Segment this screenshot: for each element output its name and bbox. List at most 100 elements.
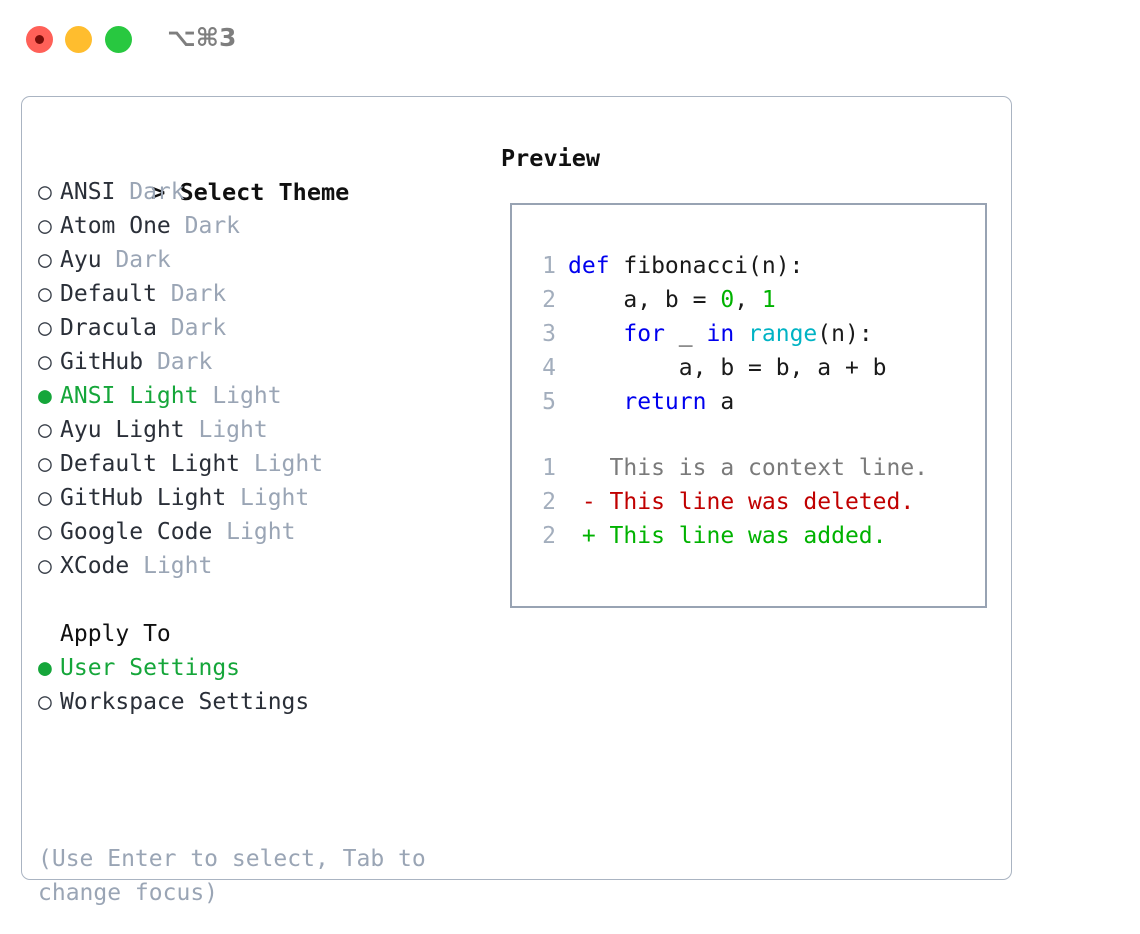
theme-option-default-light[interactable]: ○Default Light Light: [38, 447, 498, 481]
code-token: fibonacci(n):: [609, 253, 804, 279]
theme-option-github-light[interactable]: ○ GitHub Light Light: [38, 481, 498, 515]
code-token: 1: [761, 287, 776, 313]
code-token: [568, 321, 623, 347]
theme-option-list: ○ANSI Dark○Atom One Dark○Ayu Dark○Defaul…: [38, 175, 498, 583]
apply-to-label: Apply To: [38, 617, 498, 651]
code-line: 3 for _ in range(n):: [530, 317, 887, 351]
theme-option-label: GitHub Light: [60, 485, 227, 511]
code-line: 2 a, b = 0, 1: [530, 283, 887, 317]
apply-to-option-user-settings[interactable]: ● User Settings: [38, 651, 498, 685]
diff-line: 2 - This line was deleted.: [530, 485, 928, 519]
theme-option-kind: Light: [198, 383, 282, 409]
theme-option-label: Atom One: [60, 213, 171, 239]
minimize-button[interactable]: [65, 26, 92, 53]
radio-unselected-icon: ○: [38, 281, 52, 307]
radio-unselected-icon: ○: [38, 247, 52, 273]
diff-line-text: This is a context line.: [568, 455, 929, 481]
line-number: 1: [542, 253, 556, 279]
radio-selected-icon: ●: [38, 383, 52, 409]
line-number: 3: [542, 321, 556, 347]
theme-option-kind: Dark: [115, 179, 185, 205]
apply-to-indent: [38, 617, 60, 651]
page-title: > Select Theme: [38, 141, 498, 206]
theme-option-dracula[interactable]: ○ Dracula Dark: [38, 311, 498, 345]
theme-option-label: ANSI Light: [60, 383, 199, 409]
radio-selected-icon: ●: [38, 655, 52, 681]
preview-title: Preview: [501, 144, 601, 172]
window-titlebar: ⌥⌘3: [0, 0, 1140, 76]
diff-line-number: 1: [542, 455, 556, 481]
theme-option-kind: Light: [226, 485, 310, 511]
code-token: (n):: [817, 321, 873, 347]
code-line: 4 a, b = b, a + b: [530, 351, 887, 385]
code-token: ,: [734, 287, 762, 313]
code-token: for: [623, 321, 665, 347]
code-token: in: [706, 321, 735, 347]
code-token: a, b = b, a + b: [568, 355, 887, 381]
theme-option-kind: Dark: [170, 213, 241, 239]
diff-line-number: 2: [542, 489, 556, 515]
code-line: 5 return a: [530, 385, 887, 419]
code-token: a: [706, 389, 735, 415]
select-theme-label: Select Theme: [179, 178, 350, 206]
theme-option-label: ANSI: [60, 179, 116, 205]
theme-option-label: Ayu: [60, 247, 102, 273]
theme-option-kind: Light: [184, 417, 268, 443]
theme-option-ansi[interactable]: ○ANSI Dark: [38, 175, 498, 209]
theme-option-label: GitHub: [60, 349, 144, 375]
theme-option-label: XCode: [60, 553, 130, 579]
caret-icon: >: [151, 178, 166, 206]
apply-to-option-label: User Settings: [60, 655, 241, 681]
theme-option-kind: Dark: [156, 315, 227, 341]
diff-line-text: + This line was added.: [568, 523, 887, 549]
theme-option-ayu-light[interactable]: ○ Ayu Light Light: [38, 413, 498, 447]
theme-option-label: Google Code: [60, 519, 213, 545]
line-number: 2: [542, 287, 556, 313]
diff-line-text: - This line was deleted.: [568, 489, 915, 515]
theme-option-google-code[interactable]: ○Google Code Light: [38, 515, 498, 549]
radio-unselected-icon: ○: [38, 315, 52, 341]
theme-option-ayu[interactable]: ○ Ayu Dark: [38, 243, 498, 277]
maximize-button[interactable]: [105, 26, 132, 53]
theme-option-github[interactable]: ○GitHub Dark: [38, 345, 498, 379]
diff-line: 2 + This line was added.: [530, 519, 928, 553]
radio-unselected-icon: ○: [38, 213, 52, 239]
radio-unselected-icon: ○: [38, 485, 52, 511]
theme-option-label: Dracula: [60, 315, 157, 341]
close-icon: [35, 35, 44, 44]
code-token: def: [568, 253, 610, 279]
apply-to-option-workspace-settings[interactable]: ○ Workspace Settings: [38, 685, 498, 719]
theme-option-default[interactable]: ○ Default Dark: [38, 277, 498, 311]
theme-option-xcode[interactable]: ○XCode Light: [38, 549, 498, 583]
radio-unselected-icon: ○: [38, 451, 52, 477]
theme-option-atom-one[interactable]: ○ Atom One Dark: [38, 209, 498, 243]
code-token: [568, 389, 623, 415]
theme-option-label: Default: [60, 281, 157, 307]
code-token: return: [623, 389, 707, 415]
apply-to-option-label: Workspace Settings: [60, 689, 310, 715]
line-number: 5: [542, 389, 556, 415]
theme-option-kind: Dark: [156, 281, 227, 307]
theme-option-ansi-light[interactable]: ● ANSI Light Light: [38, 379, 498, 413]
preview-pane: Preview: [501, 141, 991, 175]
code-line: 1 def fibonacci(n):: [530, 249, 887, 283]
keyboard-hint-text: (Use Enter to select, Tab to change focu…: [38, 846, 440, 906]
code-token: range: [748, 321, 818, 347]
radio-unselected-icon: ○: [38, 417, 52, 443]
radio-unselected-icon: ○: [38, 349, 52, 375]
code-token: 0: [720, 287, 735, 313]
apply-to-option-list: ● User Settings ○ Workspace Settings: [38, 651, 498, 719]
theme-option-kind: Dark: [101, 247, 171, 273]
theme-selector-card: > Select Theme ○ANSI Dark○Atom One Dark○…: [21, 96, 1012, 906]
theme-option-kind: Light: [212, 519, 296, 545]
theme-list-pane: > Select Theme ○ANSI Dark○Atom One Dark○…: [38, 141, 498, 719]
theme-option-kind: Light: [240, 451, 324, 477]
diff-preview: 1 This is a context line.2 - This line w…: [530, 451, 928, 553]
diff-line-number: 2: [542, 523, 556, 549]
radio-unselected-icon: ○: [38, 689, 52, 715]
diff-line: 1 This is a context line.: [530, 451, 928, 485]
spacer: [38, 583, 498, 617]
theme-option-label: Ayu Light: [60, 417, 185, 443]
